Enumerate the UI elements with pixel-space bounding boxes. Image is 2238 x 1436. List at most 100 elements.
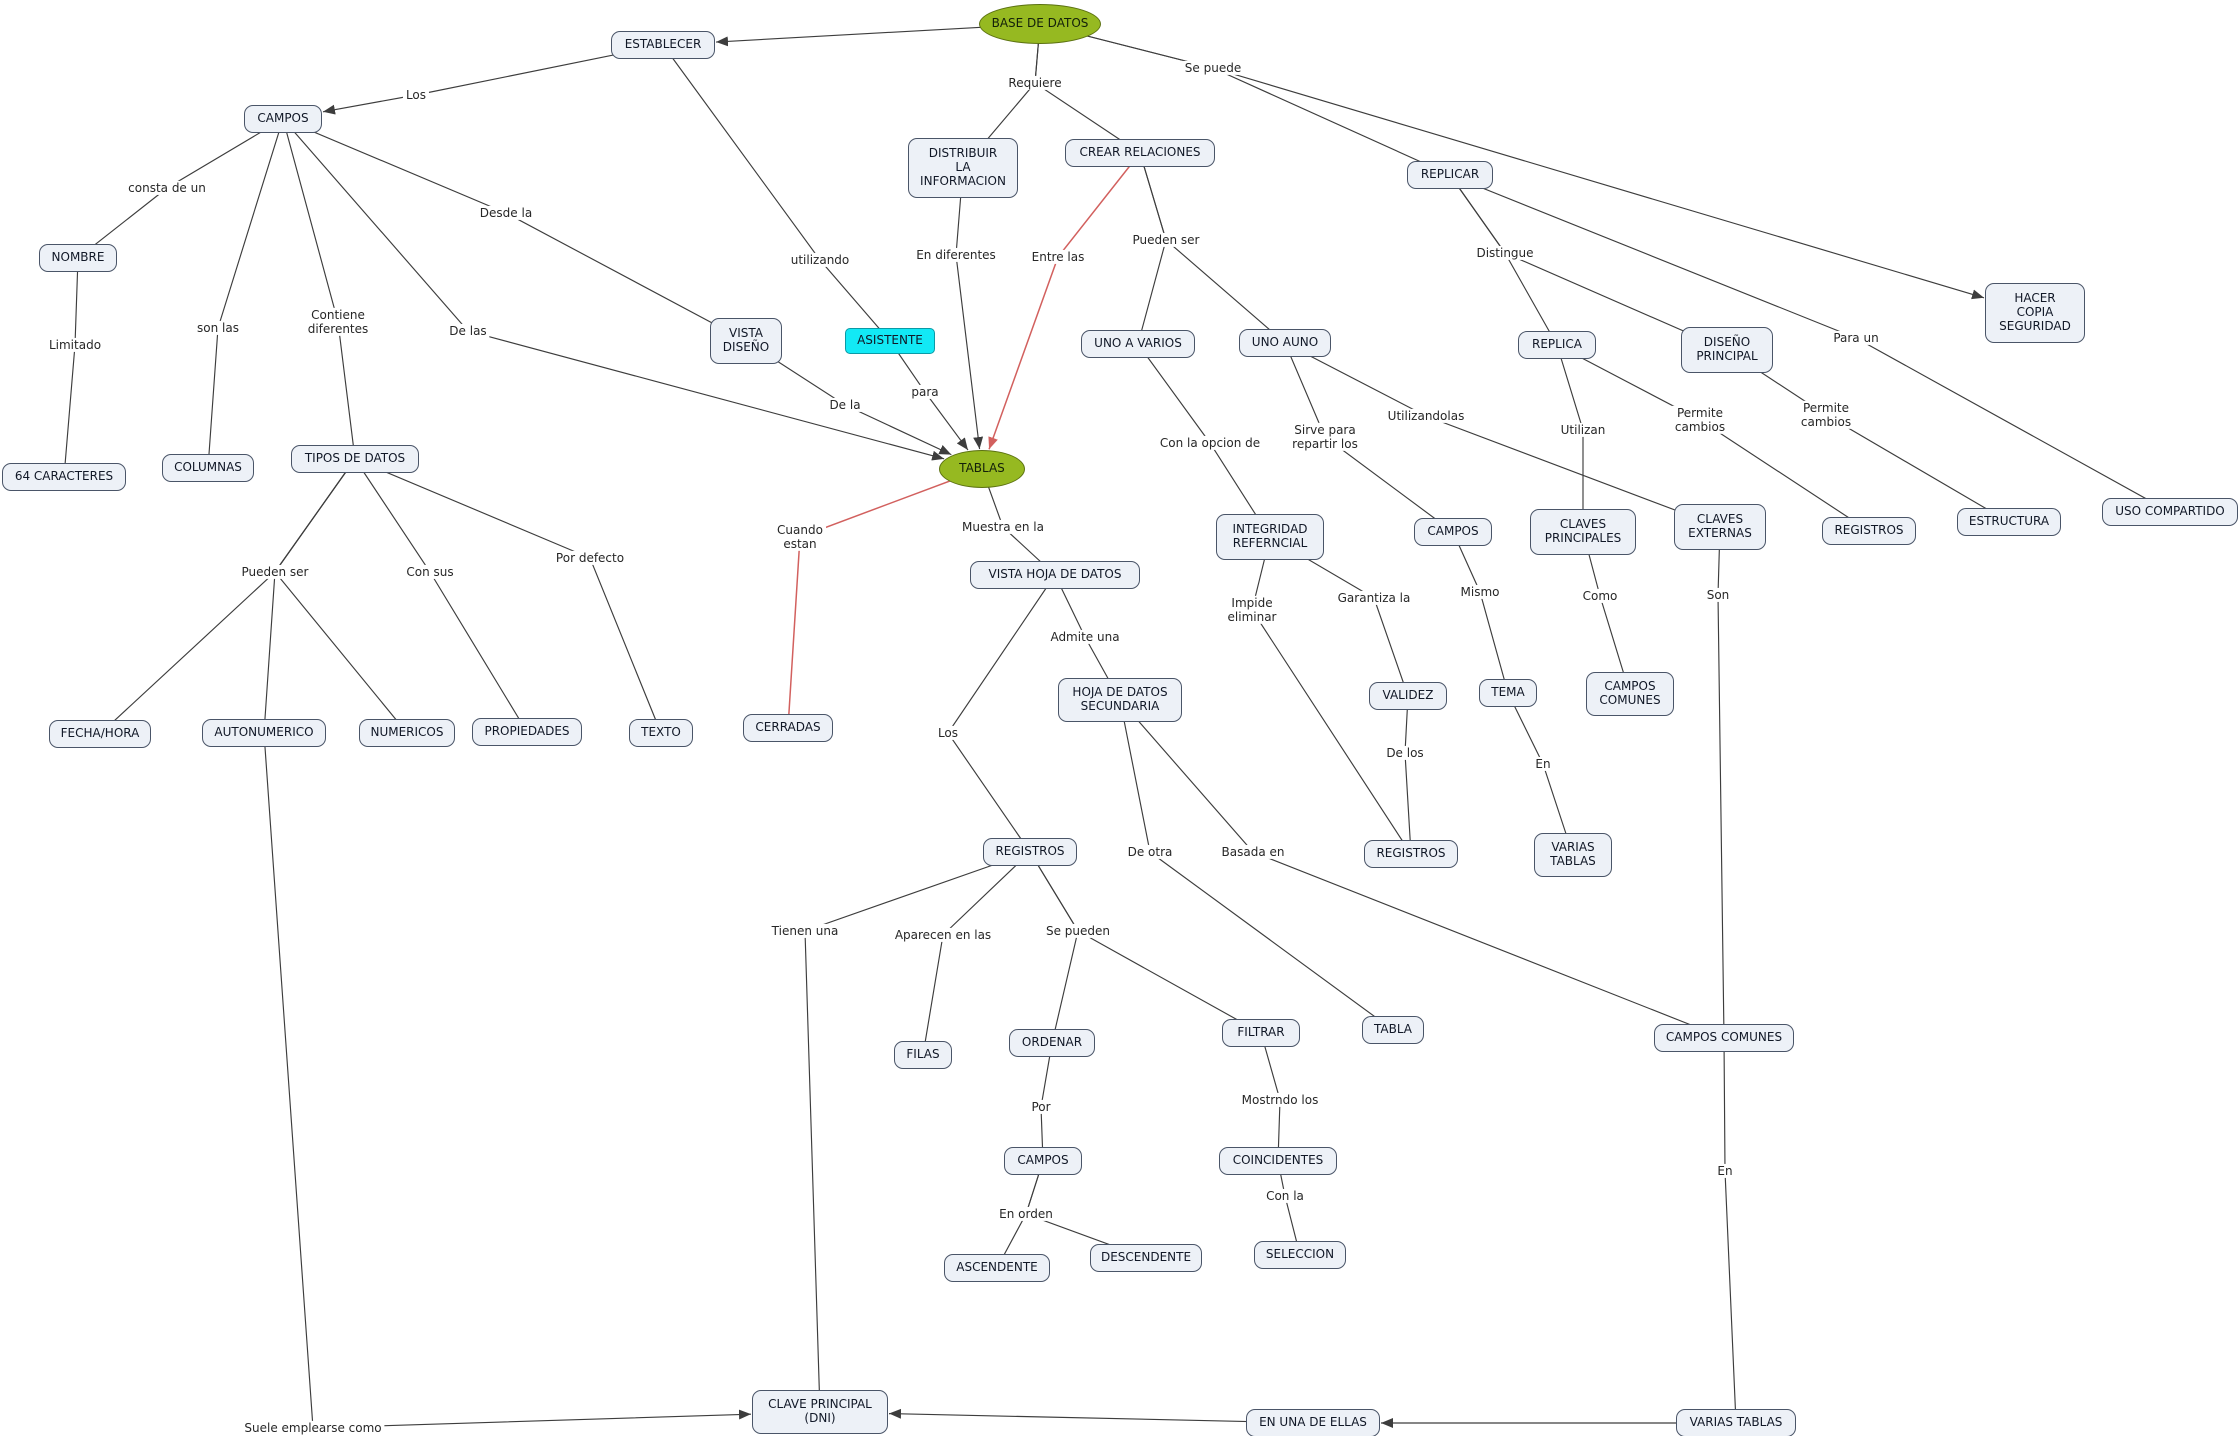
link-label-pueden-ser-2: Pueden ser [238, 564, 312, 580]
edge-registros-filas [922, 851, 1031, 1056]
edge-crear-relaciones-uno-a-uno [1139, 152, 1286, 344]
node-vista-diseno[interactable]: VISTA DISEÑO [710, 318, 782, 364]
node-seleccion[interactable]: SELECCION [1254, 1241, 1346, 1269]
node-registros-3[interactable]: REGISTROS [1822, 517, 1916, 545]
node-ascendente[interactable]: ASCENDENTE [944, 1254, 1050, 1282]
node-tipos-de-datos[interactable]: TIPOS DE DATOS [291, 445, 419, 473]
node-nombre[interactable]: NOMBRE [39, 244, 117, 272]
link-label-con-la-opcion-de: Con la opcion de [1156, 435, 1264, 451]
link-label-como: Como [1579, 588, 1621, 604]
edge-replicar-diseno-principal [1449, 174, 1728, 351]
node-replicar[interactable]: REPLICAR [1407, 161, 1493, 189]
link-label-de-los: De los [1383, 745, 1427, 761]
link-label-mostrndo-los: Mostrndo los [1238, 1092, 1322, 1108]
node-asistente[interactable]: ASISTENTE [845, 328, 935, 354]
node-claves-principales[interactable]: CLAVES PRINCIPALES [1530, 509, 1636, 555]
edge-claves-principales-campos-comunes [1582, 531, 1631, 695]
node-distribuir-informacion[interactable]: DISTRIBUIR LA INFORMACION [908, 138, 1018, 198]
node-varias-tablas-2[interactable]: VARIAS TABLAS [1676, 1409, 1796, 1436]
link-label-admite-una: Admite una [1047, 629, 1123, 645]
node-uno-a-uno[interactable]: UNO AUNO [1239, 329, 1331, 357]
link-label-de-las: De las [446, 323, 490, 339]
node-uso-compartido[interactable]: USO COMPARTIDO [2102, 498, 2238, 526]
link-label-tienen-una: Tienen una [768, 923, 842, 939]
node-establecer[interactable]: ESTABLECER [611, 31, 715, 59]
edge-vista-hoja-de-datos-registros [947, 574, 1056, 853]
edge-en-una-de-ellas-clave-principal [888, 1408, 1314, 1424]
node-vista-hoja-de-datos[interactable]: VISTA HOJA DE DATOS [970, 561, 1140, 589]
link-label-impide-eliminar: Impide eliminar [1224, 595, 1280, 625]
link-label-se-puede: Se puede [1181, 60, 1245, 76]
edge-replica-claves-principales [1556, 344, 1584, 532]
link-label-distingue: Distingue [1473, 245, 1537, 261]
edge-tablas-cerradas [787, 468, 983, 729]
edge-registros-ordenar [1029, 851, 1079, 1044]
node-fecha-hora[interactable]: FECHA/HORA [49, 720, 151, 748]
link-label-aparecen-en-las: Aparecen en las [891, 927, 995, 943]
node-columnas[interactable]: COLUMNAS [162, 454, 254, 482]
node-campos-comunes-2[interactable]: CAMPOS COMUNES [1654, 1024, 1794, 1052]
node-integridad-referencial[interactable]: INTEGRIDAD REFERNCIAL [1216, 514, 1324, 560]
edge-crear-relaciones-uno-a-varios [1137, 152, 1167, 345]
link-label-permite-cambios-2: Permite cambios [1797, 400, 1855, 430]
node-ordenar[interactable]: ORDENAR [1009, 1029, 1095, 1057]
edge-tipos-de-datos-fecha-hora [99, 458, 356, 735]
edge-tipos-de-datos-propiedades [354, 458, 528, 733]
link-label-son-las: son las [194, 320, 242, 336]
link-label-entre-las: Entre las [1028, 249, 1088, 265]
node-propiedades[interactable]: PROPIEDADES [472, 718, 582, 746]
edge-campos-tipos-de-datos [282, 118, 356, 460]
node-registros-2[interactable]: REGISTROS [1364, 840, 1458, 868]
link-label-para-un: Para un [1830, 330, 1882, 346]
node-hacer-copia-seguridad[interactable]: HACER COPIA SEGURIDAD [1985, 283, 2085, 343]
node-coincidentes[interactable]: COINCIDENTES [1219, 1147, 1337, 1175]
node-autonumerico[interactable]: AUTONUMERICO [202, 719, 326, 747]
edge-establecer-asistente [662, 44, 891, 342]
node-estructura[interactable]: ESTRUCTURA [1957, 508, 2061, 536]
node-campos-2[interactable]: CAMPOS [1414, 518, 1492, 546]
node-base-de-datos[interactable]: BASE DE DATOS [979, 4, 1101, 44]
node-campos-3[interactable]: CAMPOS [1004, 1147, 1082, 1175]
edge-distribuir-informacion-tablas [955, 167, 984, 450]
node-tablas[interactable]: TABLAS [939, 450, 1025, 488]
link-label-muestra-en-la: Muestra en la [959, 519, 1047, 535]
node-clave-principal[interactable]: CLAVE PRINCIPAL (DNI) [752, 1390, 888, 1434]
link-label-los: Los [402, 87, 430, 103]
edge-validez-registros-2 [1404, 695, 1412, 855]
node-crear-relaciones[interactable]: CREAR RELACIONES [1065, 139, 1215, 167]
node-texto[interactable]: TEXTO [629, 719, 693, 747]
node-validez[interactable]: VALIDEZ [1369, 682, 1447, 710]
node-replica[interactable]: REPLICA [1518, 331, 1596, 359]
edge-claves-externas-campos-comunes-2 [1717, 526, 1725, 1039]
link-label-en-diferentes: En diferentes [913, 247, 999, 263]
edge-registros-filtrar [1029, 851, 1262, 1034]
node-campos-comunes[interactable]: CAMPOS COMUNES [1586, 672, 1674, 716]
edge-tipos-de-datos-texto [354, 458, 662, 734]
node-filtrar[interactable]: FILTRAR [1222, 1019, 1300, 1047]
link-label-de-la: De la [826, 397, 864, 413]
node-registros[interactable]: REGISTROS [983, 838, 1077, 866]
node-descendente[interactable]: DESCENDENTE [1090, 1244, 1202, 1272]
node-tabla[interactable]: TABLA [1362, 1016, 1424, 1044]
link-label-sirve-para-repartir: Sirve para repartir los [1289, 422, 1361, 452]
link-label-para: para [908, 384, 942, 400]
node-diseno-principal[interactable]: DISEÑO PRINCIPAL [1681, 327, 1773, 373]
node-filas[interactable]: FILAS [894, 1041, 952, 1069]
node-varias-tablas[interactable]: VARIAS TABLAS [1534, 833, 1612, 877]
node-campos[interactable]: CAMPOS [244, 105, 322, 133]
link-label-con-sus: Con sus [403, 564, 457, 580]
link-label-requiere: Requiere [1005, 75, 1065, 91]
node-sesenta-cuatro-caracteres[interactable]: 64 CARACTERES [2, 463, 126, 491]
link-label-de-otra: De otra [1124, 844, 1176, 860]
node-claves-externas[interactable]: CLAVES EXTERNAS [1674, 504, 1766, 550]
edge-nombre-sesenta-cuatro-caracteres [63, 257, 79, 478]
node-numericos[interactable]: NUMERICOS [359, 719, 455, 747]
node-cerradas[interactable]: CERRADAS [743, 714, 833, 742]
node-tema[interactable]: TEMA [1479, 679, 1537, 707]
link-label-mismo: Mismo [1457, 584, 1503, 600]
node-en-una-de-ellas[interactable]: EN UNA DE ELLAS [1246, 1409, 1380, 1436]
node-uno-a-varios[interactable]: UNO A VARIOS [1081, 330, 1195, 358]
node-hoja-datos-secundaria[interactable]: HOJA DE DATOS SECUNDARIA [1058, 678, 1182, 722]
link-label-en-orden: En orden [996, 1206, 1056, 1222]
link-label-permite-cambios: Permite cambios [1671, 405, 1729, 435]
